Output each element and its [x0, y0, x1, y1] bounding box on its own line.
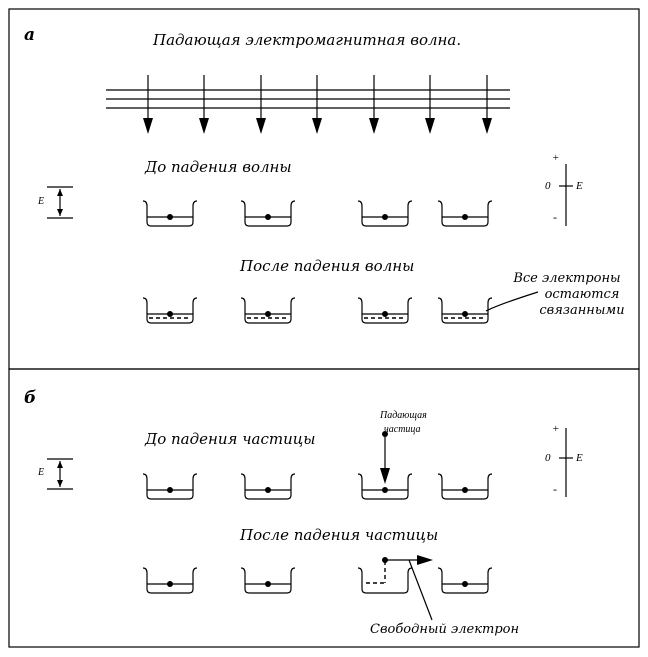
potential-well	[357, 473, 413, 500]
particle-label-2: частица	[384, 424, 421, 435]
panel-b-label: б	[24, 388, 36, 408]
electron	[382, 487, 388, 493]
axis-e-b: E	[575, 452, 583, 464]
note-line-3: связанными	[539, 303, 624, 318]
incoming-particle	[380, 431, 390, 484]
wave-arrow	[369, 75, 379, 134]
energy-label-a: E	[37, 196, 44, 207]
note-line-2: остаются	[545, 287, 620, 302]
potential-well	[437, 567, 493, 594]
axis-zero-b: 0	[545, 452, 551, 464]
wave-arrow	[482, 75, 492, 134]
electron	[462, 581, 468, 587]
energy-label-b: E	[37, 467, 44, 478]
potential-well	[437, 473, 493, 500]
panel-b-frame	[8, 368, 640, 648]
wells-panel-a	[142, 200, 493, 324]
particle-label-1: Падающая	[379, 410, 427, 421]
wells-panel-b	[142, 473, 493, 594]
potential-well	[357, 567, 413, 594]
potential-well	[142, 200, 198, 227]
electron	[167, 581, 173, 587]
axis-zero-a: 0	[545, 180, 551, 192]
electron	[167, 214, 173, 220]
electron	[265, 214, 271, 220]
panel-a-label: а	[24, 25, 35, 45]
wave-arrow	[312, 75, 322, 134]
wave-arrows	[143, 75, 492, 134]
after-particle-label: После падения частицы	[239, 526, 438, 544]
before-particle-label: До падения частицы	[144, 430, 315, 448]
potential-well	[142, 567, 198, 594]
energy-axis-a	[559, 164, 573, 226]
potential-well	[357, 200, 413, 227]
potential-well	[240, 200, 296, 227]
electron	[167, 487, 173, 493]
axis-plus-b: +	[552, 423, 559, 435]
free-electron-label: Свободный электрон	[370, 622, 519, 637]
potential-well	[240, 567, 296, 594]
axis-minus-a: -	[553, 210, 557, 224]
potential-well	[240, 473, 296, 500]
electron	[462, 311, 468, 317]
freed-electron	[366, 555, 433, 621]
wave-arrow	[425, 75, 435, 134]
axis-e-a: E	[575, 180, 583, 192]
wave-lines	[106, 89, 510, 109]
electron	[265, 581, 271, 587]
energy-scale-b	[47, 458, 73, 490]
potential-well	[142, 297, 198, 324]
electron	[462, 487, 468, 493]
after-wave-label: После падения волны	[239, 257, 414, 275]
energy-scale-a	[47, 186, 73, 219]
electron	[265, 487, 271, 493]
axis-plus-a: +	[552, 152, 559, 164]
electron	[462, 214, 468, 220]
energy-axis-b	[559, 428, 573, 497]
electron	[265, 311, 271, 317]
potential-well	[437, 200, 493, 227]
wave-title: Падающая электромагнитная волна.	[152, 31, 461, 49]
before-wave-label: До падения волны	[144, 158, 292, 176]
potential-well	[357, 297, 413, 324]
note-leader-line	[485, 291, 539, 312]
potential-well	[240, 297, 296, 324]
electron	[167, 311, 173, 317]
wave-arrow	[256, 75, 266, 134]
electron	[382, 311, 388, 317]
note-line-1: Все электроны	[512, 271, 620, 286]
potential-well	[142, 473, 198, 500]
potential-well	[437, 297, 493, 324]
wave-arrow	[199, 75, 209, 134]
axis-minus-b: -	[553, 482, 557, 496]
electron	[382, 214, 388, 220]
wave-arrow	[143, 75, 153, 134]
